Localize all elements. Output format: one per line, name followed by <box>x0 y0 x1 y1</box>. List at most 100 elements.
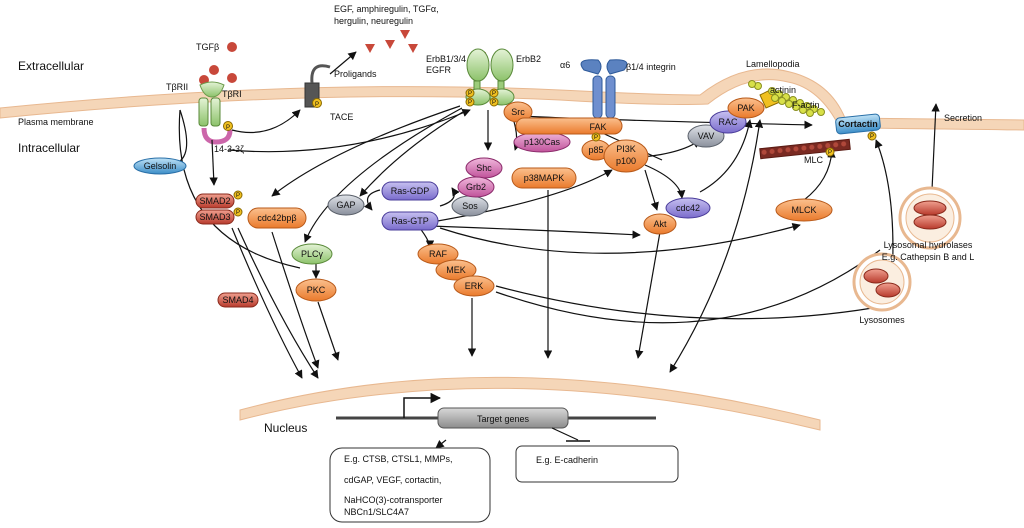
label-alpha6: α6 <box>560 60 570 70</box>
lysosome-large <box>898 186 962 250</box>
label-tgfb: TGFβ <box>196 42 219 52</box>
node-grb2: Grb2 <box>457 176 495 198</box>
upregulated-gene-line-3: NaHCO(3)-cotransporter <box>344 495 443 505</box>
svg-text:Akt: Akt <box>653 219 667 229</box>
node-pak: PAK <box>727 97 765 119</box>
phospho-tbr1 <box>223 121 233 131</box>
node-pi3k: PI3K p100 <box>603 139 649 173</box>
label-actinin: actinin <box>770 85 796 95</box>
lysosome-small <box>852 252 912 312</box>
upregulated-genes-box <box>329 447 491 523</box>
phospho-label: P <box>236 193 240 199</box>
node-p85: p85 P <box>581 132 611 161</box>
label-egf-ligands-2: hergulin, neuregulin <box>334 16 413 26</box>
node-gelsolin: Gelsolin <box>133 157 187 175</box>
node-cdc42bpb: cdc42bpβ <box>247 207 307 229</box>
svg-text:cdc42: cdc42 <box>676 203 700 213</box>
node-mek: MEK <box>435 259 477 281</box>
label-beta14: β1/4 integrin <box>626 62 676 72</box>
label-egfr: EGFR <box>426 65 452 75</box>
svg-text:PI3K: PI3K <box>616 144 636 154</box>
phospho-label: P <box>468 100 472 106</box>
node-smad3: SMAD3 P <box>195 207 243 225</box>
svg-text:MEK: MEK <box>446 265 466 275</box>
svg-text:p38MAPK: p38MAPK <box>524 173 565 183</box>
svg-text:P: P <box>315 102 319 108</box>
node-smad4: SMAD4 <box>217 292 259 308</box>
svg-text:Ras-GDP: Ras-GDP <box>391 186 430 196</box>
node-p38mapk: p38MAPK <box>511 167 577 189</box>
node-mlc-filament: P <box>759 138 851 160</box>
label-secretion: Secretion <box>944 113 982 123</box>
svg-text:p100: p100 <box>616 156 636 166</box>
node-plcg: PLCγ <box>291 243 333 265</box>
node-akt: Akt <box>643 213 677 235</box>
phospho-label: P <box>594 135 598 141</box>
label-nucleus: Nucleus <box>264 421 307 435</box>
label-lamellopodia: Lamellopodia <box>746 59 800 69</box>
label-erbb2: ErbB2 <box>516 54 541 64</box>
svg-text:VAV: VAV <box>698 131 715 141</box>
integrin-receptor <box>580 59 628 119</box>
svg-text:RAC: RAC <box>718 117 738 127</box>
label-proligands: Proligands <box>334 69 377 79</box>
svg-text:p85: p85 <box>588 145 603 155</box>
upregulated-gene-line-4: NBCn1/SLC4A7 <box>344 507 409 517</box>
label-tbr2: TβRII <box>166 82 188 92</box>
upregulated-gene-line-2: cdGAP, VEGF, cortactin, <box>344 475 441 485</box>
svg-text:Grb2: Grb2 <box>466 182 486 192</box>
target-genes-label: Target genes <box>477 414 530 424</box>
node-gap: GAP <box>327 194 365 216</box>
node-smad2: SMAD2 P <box>195 190 243 209</box>
erbb-phospho-sites: P P P P <box>465 88 499 107</box>
svg-text:PAK: PAK <box>737 103 754 113</box>
phospho-label: P <box>236 210 240 216</box>
label-tbr1: TβRI <box>222 89 242 99</box>
tgfb-receptor-complex <box>198 81 233 145</box>
phospho-label: P <box>492 91 496 97</box>
svg-text:Sos: Sos <box>462 201 478 211</box>
svg-text:PLCγ: PLCγ <box>301 249 324 259</box>
downregulated-genes-box <box>515 445 679 483</box>
node-shc: Shc <box>465 157 503 179</box>
svg-text:PKC: PKC <box>307 285 326 295</box>
label-plasma-membrane: Plasma membrane <box>18 117 94 127</box>
node-p130cas: p130Cas <box>513 131 571 153</box>
tace-protein: P <box>304 64 331 108</box>
node-ras-gdp: Ras-GDP <box>381 181 439 201</box>
label-erbb134: ErbB1/3/4 <box>426 54 466 64</box>
svg-text:RAF: RAF <box>429 249 448 259</box>
downregulated-gene-line: E.g. E-cadherin <box>536 455 598 465</box>
label-extracellular: Extracellular <box>18 59 84 73</box>
gene-track <box>336 392 656 442</box>
svg-text:Shc: Shc <box>476 163 492 173</box>
node-sos: Sos <box>451 195 489 217</box>
upregulated-gene-line-1: E.g. CTSB, CTSL1, MMPs, <box>344 454 453 464</box>
label-tace: TACE <box>330 112 353 122</box>
label-egf-ligands-1: EGF, amphiregulin, TGFα, <box>334 4 439 14</box>
node-ras-gtp: Ras-GTP <box>381 211 439 231</box>
node-vav: VAV <box>687 124 725 148</box>
phospho-label: P <box>870 134 874 140</box>
f-actin-chain <box>748 80 825 117</box>
label-mlc: MLC <box>804 155 824 165</box>
erbb-receptor-dimer <box>465 48 515 106</box>
svg-text:cdc42bpβ: cdc42bpβ <box>257 213 296 223</box>
svg-text:ERK: ERK <box>465 281 484 291</box>
phospho-label: P <box>492 100 496 106</box>
tgfb-ligand-dots <box>199 42 237 85</box>
svg-text:Src: Src <box>511 107 525 117</box>
phospho-label: P <box>468 91 472 97</box>
node-raf: RAF <box>417 243 459 265</box>
node-pkc: PKC <box>295 278 337 302</box>
node-mlck: MLCK <box>775 198 833 222</box>
label-14-3-3: 14-3-3ζ <box>214 144 244 154</box>
svg-text:SMAD3: SMAD3 <box>199 212 230 222</box>
svg-text:SMAD2: SMAD2 <box>199 196 230 206</box>
svg-text:p130Cas: p130Cas <box>524 137 561 147</box>
node-cdc42: cdc42 <box>665 197 711 219</box>
label-lysosomes: Lysosomes <box>859 315 905 325</box>
svg-text:SMAD4: SMAD4 <box>222 295 253 305</box>
svg-text:Gelsolin: Gelsolin <box>144 161 177 171</box>
